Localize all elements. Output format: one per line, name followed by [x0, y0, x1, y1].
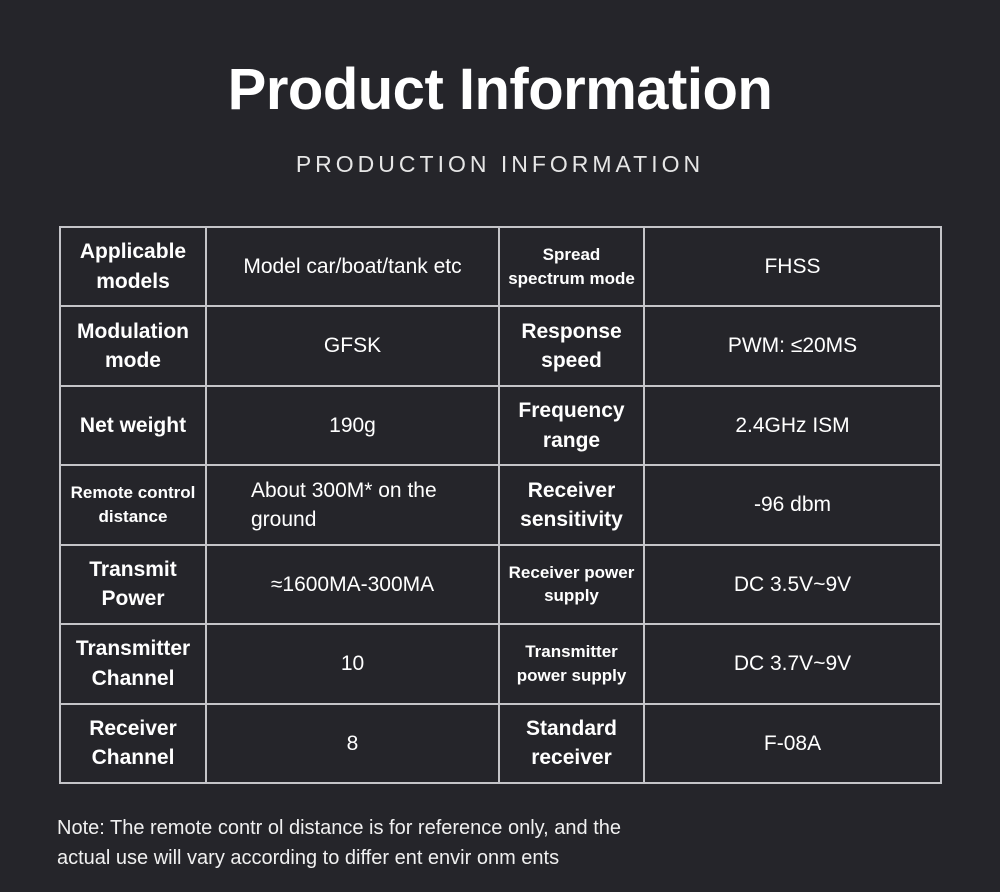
spec-value-transmit-power: ≈1600MA-300MA — [205, 543, 500, 626]
spec-label-remote-control-distance: Remote control distance — [59, 464, 207, 546]
spec-value-net-weight: 190g — [205, 384, 500, 467]
footnote-line: actual use will vary according to differ… — [57, 847, 560, 869]
spec-label-response-speed: Response speed — [498, 305, 645, 387]
table-row: Remote control distance About 300M* on t… — [59, 464, 942, 546]
spec-label-net-weight: Net weight — [59, 384, 207, 467]
spec-value-receiver-sensitivity: -96 dbm — [643, 464, 942, 546]
spec-table: Applicable models Model car/boat/tank et… — [59, 225, 942, 785]
spec-value-transmitter-channel: 10 — [205, 623, 500, 705]
spec-label-transmitter-channel: Transmitter Channel — [59, 623, 207, 705]
spec-value-response-speed: PWM: ≤20MS — [643, 305, 942, 387]
table-row: Net weight 190g Frequency range 2.4GHz I… — [59, 384, 942, 467]
footnote-line: Note: The remote contr ol distance is fo… — [57, 817, 622, 839]
table-row: Receiver Channel 8 Standard receiver F-0… — [59, 702, 942, 785]
spec-label-spread-spectrum-mode: Spread spectrum mode — [498, 225, 645, 308]
spec-label-transmitter-power-supply: Transmitter power supply — [498, 623, 645, 705]
spec-label-transmit-power: Transmit Power — [59, 543, 207, 626]
spec-value-receiver-channel: 8 — [205, 702, 500, 785]
spec-label-receiver-power-supply: Receiver power supply — [498, 543, 645, 626]
table-row: Transmitter Channel 10 Transmitter power… — [59, 623, 942, 705]
page-subtitle: PRODUCTION INFORMATION — [295, 151, 705, 177]
table-row: Modulation mode GFSK Response speed PWM:… — [59, 305, 942, 387]
spec-value-frequency-range: 2.4GHz ISM — [643, 384, 942, 467]
spec-label-receiver-channel: Receiver Channel — [59, 702, 207, 785]
spec-label-applicable-models: Applicable models — [59, 225, 207, 308]
spec-value-remote-control-distance: About 300M* on the ground — [205, 464, 500, 546]
spec-value-applicable-models: Model car/boat/tank etc — [205, 225, 500, 308]
footnote: Note: The remote contr ol distance is fo… — [57, 813, 757, 873]
spec-label-standard-receiver: Standard receiver — [498, 702, 645, 785]
spec-value-spread-spectrum-mode: FHSS — [643, 225, 942, 308]
spec-value-receiver-power-supply: DC 3.5V~9V — [643, 543, 942, 626]
page-title: Product Information — [227, 57, 773, 122]
spec-value-standard-receiver: F-08A — [643, 702, 942, 785]
spec-value-transmitter-power-supply: DC 3.7V~9V — [643, 623, 942, 705]
spec-value-modulation-mode: GFSK — [205, 305, 500, 387]
spec-label-receiver-sensitivity: Receiver sensitivity — [498, 464, 645, 546]
spec-label-modulation-mode: Modulation mode — [59, 305, 207, 387]
table-row: Transmit Power ≈1600MA-300MA Receiver po… — [59, 543, 942, 626]
spec-label-frequency-range: Frequency range — [498, 384, 645, 467]
table-row: Applicable models Model car/boat/tank et… — [59, 225, 942, 308]
